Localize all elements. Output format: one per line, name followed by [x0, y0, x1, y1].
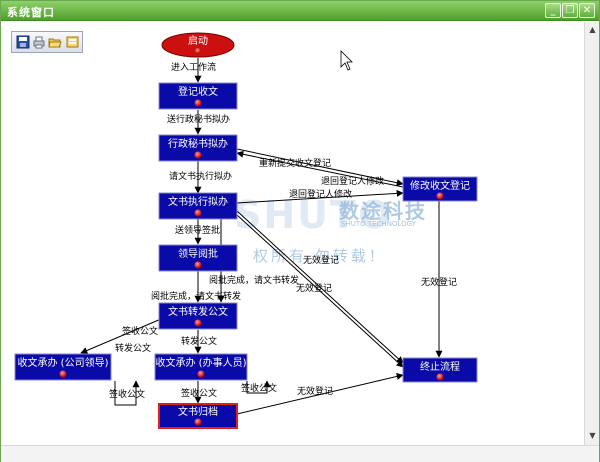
edge-label-send-leader: 送领导签批 [175, 224, 220, 236]
start-dot-icon [195, 48, 201, 54]
forward-dot-icon [194, 319, 202, 327]
edge-label-invalid-2: 无效登记 [296, 282, 332, 294]
archive-dot-icon [194, 418, 202, 426]
node-start-label: 启动 [188, 34, 208, 47]
node-register[interactable]: 登记收文 [158, 82, 238, 110]
leader-dot-icon [194, 261, 202, 269]
edge-label-return-2: 退回登记人修改 [289, 188, 352, 200]
edge-label-read-done-1: 阅批完成，请文书转发 [209, 274, 299, 286]
node-executive[interactable]: 文书执行拟办 [158, 192, 238, 220]
node-start[interactable]: 启动 [161, 32, 235, 58]
restore-button[interactable]: ❐ [562, 3, 578, 18]
node-company-leader[interactable]: 收文承办 (公司领导) [14, 353, 112, 381]
workflow-diagram: 进入工作流 送行政秘书拟办 重新提交收文登记 退回登记人修改 退回登记人修改 请… [14, 32, 478, 429]
mouse-cursor-icon [340, 50, 353, 71]
modify-dot-icon [436, 192, 444, 200]
open-icon[interactable] [48, 35, 62, 49]
watermark-cn: 数途科技 [339, 199, 427, 223]
toolbar [11, 31, 83, 53]
scroll-down-icon[interactable]: ▼ [589, 431, 596, 440]
node-register-label: 登记收文 [178, 85, 218, 98]
node-archive[interactable]: 文书归档 [158, 403, 238, 429]
node-leader[interactable]: 领导阅批 [158, 244, 238, 272]
horizontal-scrollbar[interactable] [1, 445, 599, 462]
edge-label-sign-3: 签收公文 [109, 388, 145, 400]
loop-company-sign [114, 380, 140, 406]
edge-label-to-secretary: 送行政秘书拟办 [167, 113, 230, 125]
register-dot-icon [194, 99, 202, 107]
node-executive-label: 文书执行拟办 [168, 195, 228, 208]
loop-staff-sign [246, 380, 271, 394]
node-forward[interactable]: 文书转发公文 [158, 302, 238, 330]
edge-label-read-done-2: 阅批完成，请文书转发 [151, 290, 241, 302]
node-staff-label: 收文承办 (办事人员) [156, 356, 247, 369]
secretary-dot-icon [194, 151, 202, 159]
close-icon: ✕ [582, 5, 592, 16]
edge-modify-secretary [236, 150, 404, 188]
edge-executive-end-2 [236, 214, 404, 368]
edge-label-sign-4: 签收公文 [241, 382, 277, 394]
end-dot-icon [436, 373, 444, 381]
save-icon[interactable] [16, 35, 30, 49]
minimize-button[interactable]: _ [545, 3, 561, 18]
title-bar[interactable]: 系统窗口 _ ❐ ✕ [1, 1, 599, 21]
edge-label-invalid-4: 无效登记 [297, 385, 333, 397]
edge-label-forward-1: 转发公文 [115, 342, 151, 354]
edit-icon[interactable] [66, 35, 80, 49]
node-staff[interactable]: 收文承办 (办事人员) [154, 353, 248, 381]
executive-dot-icon [194, 209, 202, 217]
node-end-label: 终止流程 [420, 360, 460, 373]
node-secretary[interactable]: 行政秘书拟办 [158, 134, 238, 162]
node-modify[interactable]: 修改收文登记 [402, 176, 478, 202]
edge-secretary-modify [236, 148, 404, 187]
node-modify-label: 修改收文登记 [410, 179, 470, 192]
edge-executive-modify [236, 189, 404, 204]
restore-icon: ❐ [565, 5, 575, 16]
window-title: 系统窗口 [7, 6, 55, 19]
edge-label-return-1: 退回登记人修改 [321, 175, 384, 187]
edge-label-resubmit: 重新提交收文登记 [259, 157, 331, 169]
edge-executive-end-1 [236, 210, 404, 364]
node-end[interactable]: 终止流程 [402, 357, 478, 383]
watermark-en: SHUTO TECHNOLOGY [341, 220, 416, 228]
edge-forward-company [80, 318, 162, 354]
edge-label-invalid-3: 无效登记 [421, 276, 457, 288]
edge-archive-end [236, 373, 404, 415]
node-forward-label: 文书转发公文 [168, 305, 228, 318]
node-leader-label: 领导阅批 [178, 247, 218, 260]
company-dot-icon [59, 370, 67, 378]
minimize-icon: _ [550, 5, 556, 16]
node-archive-label: 文书归档 [178, 405, 218, 418]
staff-dot-icon [197, 370, 205, 378]
watermark-copyright: 权所有 勿转载！ [253, 247, 387, 265]
close-button[interactable]: ✕ [579, 3, 595, 18]
node-company-leader-label: 收文承办 (公司领导) [18, 356, 109, 369]
edge-label-enter: 进入工作流 [171, 61, 216, 73]
scroll-up-icon[interactable]: ▲ [589, 25, 596, 34]
vertical-scrollbar[interactable]: ▲ ▼ [584, 22, 599, 445]
edge-label-invalid-1: 无效登记 [303, 254, 339, 266]
edge-label-sign-1: 签收公文 [122, 325, 158, 337]
watermark-brand: SHUTO [234, 193, 393, 237]
node-secretary-label: 行政秘书拟办 [168, 137, 228, 150]
edge-label-sign-2: 签收公文 [181, 387, 217, 399]
print-icon[interactable] [32, 35, 46, 49]
edge-label-forward-2: 转发公文 [181, 335, 217, 347]
edge-label-ask-exec: 请文书执行拟办 [169, 170, 232, 182]
